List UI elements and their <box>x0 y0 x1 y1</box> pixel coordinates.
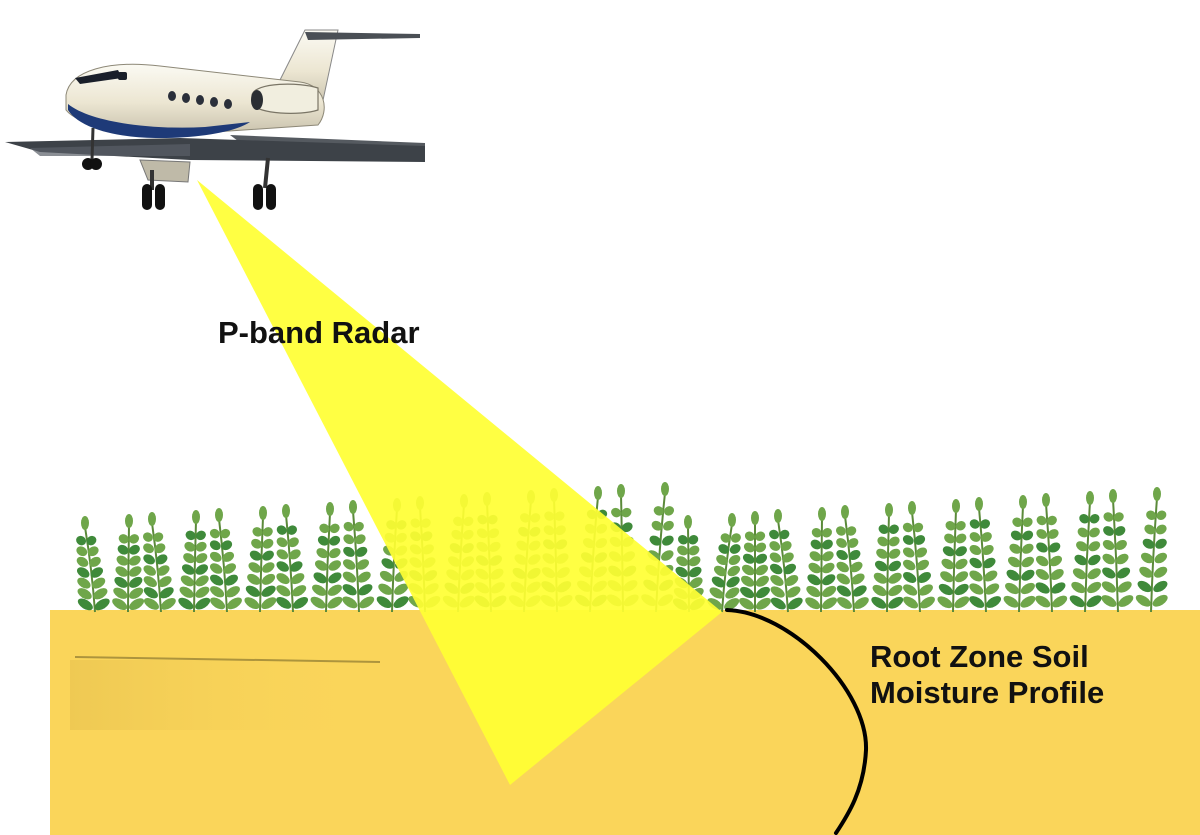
fern-plant-icon <box>902 501 935 613</box>
fern-plant-icon <box>244 506 277 613</box>
fern-plant-icon <box>1035 493 1068 613</box>
fern-plant-icon <box>835 505 869 613</box>
fern-plant-icon <box>937 499 970 613</box>
fern-plant-icon <box>769 509 803 613</box>
fern-plant-icon <box>871 503 904 613</box>
fern-plant-icon <box>209 508 242 613</box>
radar-label: P-band Radar <box>218 315 420 350</box>
fern-plant-icon <box>739 511 771 612</box>
fern-plant-icon <box>1069 491 1102 613</box>
fern-plant-icon <box>1101 489 1134 613</box>
fern-plant-icon <box>178 510 211 613</box>
soil-moisture-label: Root Zone Soil Moisture Profile <box>870 639 1104 711</box>
fern-plant-icon <box>1003 495 1036 613</box>
fern-plant-icon <box>342 500 375 613</box>
fern-plant-icon <box>276 504 309 613</box>
fern-plant-icon <box>969 497 1002 613</box>
soil-shading <box>70 660 380 730</box>
soil-streak <box>74 656 381 663</box>
fern-plant-icon <box>707 513 741 613</box>
fern-plant-icon <box>310 502 343 613</box>
fern-plant-icon <box>142 512 176 613</box>
radar-beam <box>197 180 722 785</box>
soil-moisture-label-line2: Moisture Profile <box>870 675 1105 710</box>
fern-plant-icon <box>1135 487 1168 613</box>
soil-moisture-profile-curve <box>725 608 869 835</box>
soil-moisture-label-line1: Root Zone Soil <box>870 639 1089 674</box>
fern-plant-icon <box>76 516 110 613</box>
fern-plant-icon <box>805 507 838 613</box>
fern-plant-icon <box>112 514 145 613</box>
jet-aircraft-icon <box>5 29 425 210</box>
